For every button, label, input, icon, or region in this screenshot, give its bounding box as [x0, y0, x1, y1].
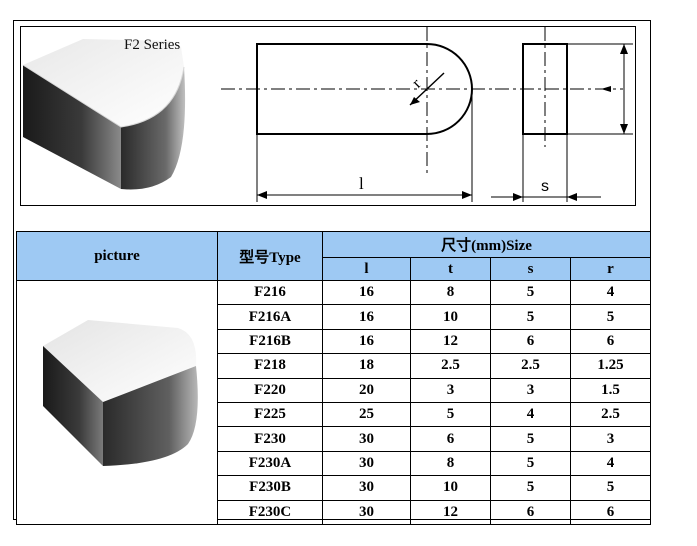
cell-r: 5	[570, 304, 651, 330]
technical-drawing: r l s	[22, 27, 633, 202]
cell-type: F216B	[217, 328, 323, 355]
cell-t: 3	[410, 377, 491, 403]
cell-r: 4	[570, 279, 651, 306]
cell-t: 12	[410, 328, 491, 355]
key-photo-cell	[16, 280, 218, 525]
key-3d-illustration	[22, 39, 186, 190]
dim-label-s: s	[541, 178, 549, 195]
cell-t: 8	[410, 450, 491, 477]
cell-type: F216A	[217, 304, 323, 330]
cell-t: 12	[410, 499, 491, 525]
cell-s: 4	[490, 401, 571, 428]
cell-s: 5	[490, 450, 571, 477]
header-size: 尺寸(mm)Size	[322, 231, 651, 258]
cell-r: 2.5	[570, 401, 651, 428]
key-side-view	[491, 27, 633, 202]
cell-l: 16	[322, 279, 411, 306]
header-t: t	[410, 257, 491, 281]
cell-r: 1.5	[570, 377, 651, 403]
series-label: F2 Series	[124, 37, 181, 53]
cell-type: F230A	[217, 450, 323, 477]
cell-type: F216	[217, 279, 323, 306]
cell-s: 5	[490, 475, 571, 501]
cell-type: F220	[217, 377, 323, 403]
header-l: l	[322, 257, 411, 281]
cell-t: 10	[410, 304, 491, 330]
header-picture: picture	[16, 231, 218, 281]
cell-t: 5	[410, 401, 491, 428]
drawing-panel: r l s F2 Series	[20, 26, 636, 206]
cell-s: 3	[490, 377, 571, 403]
cell-s: 6	[490, 499, 571, 525]
cell-t: 6	[410, 426, 491, 452]
header-r: r	[570, 257, 651, 281]
cell-t: 10	[410, 475, 491, 501]
cell-t: 2.5	[410, 353, 491, 379]
cell-type: F230C	[217, 499, 323, 525]
cell-l: 30	[322, 499, 411, 525]
cell-r: 4	[570, 450, 651, 477]
cell-type: F225	[217, 401, 323, 428]
cell-r: 6	[570, 328, 651, 355]
cell-l: 30	[322, 426, 411, 452]
header-s: s	[490, 257, 571, 281]
cell-l: 20	[322, 377, 411, 403]
cell-t: 8	[410, 279, 491, 306]
cell-s: 5	[490, 279, 571, 306]
cell-s: 2.5	[490, 353, 571, 379]
key-product-image	[42, 319, 198, 466]
cell-s: 5	[490, 304, 571, 330]
cell-r: 5	[570, 475, 651, 501]
cell-r: 1.25	[570, 353, 651, 379]
cell-r: 3	[570, 426, 651, 452]
cell-s: 5	[490, 426, 571, 452]
dim-label-l: l	[359, 174, 364, 193]
cell-type: F230	[217, 426, 323, 452]
cell-l: 30	[322, 475, 411, 501]
cell-l: 16	[322, 304, 411, 330]
cell-l: 25	[322, 401, 411, 428]
key-plan-view	[221, 27, 508, 202]
cell-type: F218	[217, 353, 323, 379]
cell-type: F230B	[217, 475, 323, 501]
cell-l: 18	[322, 353, 411, 379]
cell-s: 6	[490, 328, 571, 355]
cell-l: 30	[322, 450, 411, 477]
cell-l: 16	[322, 328, 411, 355]
cell-r: 6	[570, 499, 651, 525]
header-type: 型号Type	[217, 231, 323, 281]
